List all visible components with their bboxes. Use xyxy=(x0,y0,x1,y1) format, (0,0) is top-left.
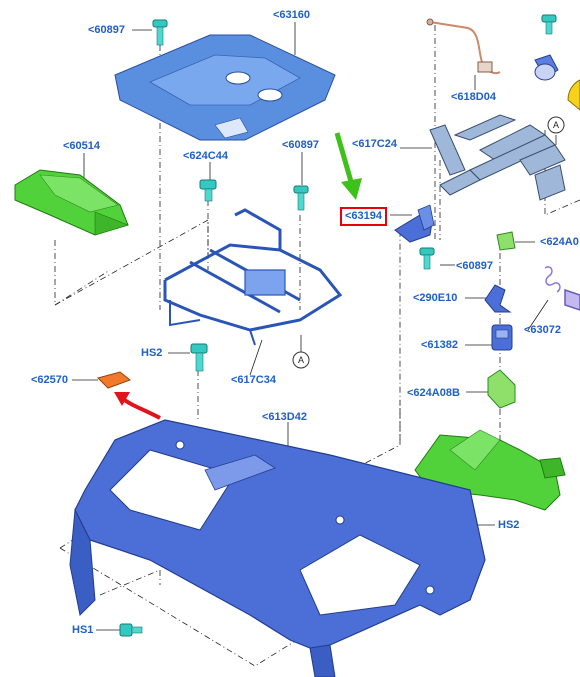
ref-marker-A-mid: A xyxy=(297,355,304,365)
callout-HS1[interactable]: HS1 xyxy=(72,624,94,636)
green-trim-cover-60514 xyxy=(14,169,129,236)
callout-60897-right[interactable]: <60897 xyxy=(456,260,494,272)
screw-624C44 xyxy=(199,179,217,202)
bolt-HS2-left xyxy=(190,343,208,372)
screw-60897-top xyxy=(152,19,168,46)
bracket-63194 xyxy=(394,204,435,243)
seat-pan-panel xyxy=(114,34,336,141)
callout-60897-mid[interactable]: <60897 xyxy=(282,139,320,151)
bolt-HS1 xyxy=(119,623,143,637)
callout-624A08B[interactable]: <624A08B xyxy=(407,387,460,399)
floor-pan-613D42 xyxy=(69,419,486,677)
callout-617C24[interactable]: <617C24 xyxy=(352,138,397,150)
callout-HS2-right[interactable]: HS2 xyxy=(498,519,520,531)
top-right-yellow-part xyxy=(567,79,580,111)
top-right-screw xyxy=(541,14,557,35)
part-61382 xyxy=(491,324,513,351)
callout-63160[interactable]: <63160 xyxy=(273,9,311,21)
callout-624C44[interactable]: <624C44 xyxy=(183,150,228,162)
callout-63194-highlighted[interactable]: <63194 xyxy=(340,207,388,226)
ref-marker-A-top: A xyxy=(552,120,559,130)
screw-60897-mid xyxy=(293,185,309,211)
callout-617C34[interactable]: <617C34 xyxy=(231,374,276,386)
callout-61382[interactable]: <61382 xyxy=(421,339,459,351)
green-clip-624A0 xyxy=(496,231,516,251)
callout-290E10[interactable]: <290E10 xyxy=(413,292,458,304)
callout-HS2-left[interactable]: HS2 xyxy=(141,347,163,359)
callout-60514[interactable]: <60514 xyxy=(63,140,101,152)
callout-624A0[interactable]: <624A0 xyxy=(540,236,579,248)
seat-frame-617C34 xyxy=(163,208,343,346)
green-bracket-624A08B xyxy=(487,369,516,409)
red-pointer-arrow xyxy=(114,392,161,420)
seat-track-617C24 xyxy=(429,114,566,201)
bracket-290E10 xyxy=(484,284,512,313)
spring-63072 xyxy=(544,266,580,311)
screw-60897-right xyxy=(419,247,435,270)
callout-62570[interactable]: <62570 xyxy=(31,374,69,386)
callout-63072[interactable]: <63072 xyxy=(524,324,562,336)
cable-618D04 xyxy=(426,18,501,75)
green-pointer-arrow xyxy=(334,132,362,200)
callout-60897-top[interactable]: <60897 xyxy=(88,24,126,36)
top-right-clip xyxy=(534,54,559,81)
orange-clip-62570 xyxy=(97,371,132,389)
ref-circles xyxy=(292,116,565,369)
callout-613D42[interactable]: <613D42 xyxy=(262,411,307,423)
callout-618D04[interactable]: <618D04 xyxy=(451,91,496,103)
